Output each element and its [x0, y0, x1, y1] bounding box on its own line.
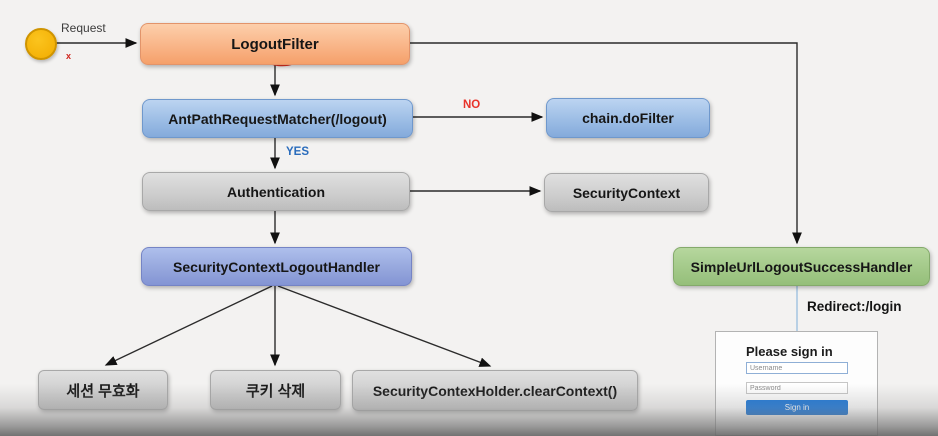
edge-logoutfilter-successhandler: [408, 42, 802, 245]
node-authentication: Authentication: [142, 172, 410, 211]
username-input[interactable]: [746, 362, 848, 374]
node-security-context: SecurityContext: [544, 173, 709, 212]
edge-label-yes: YES: [286, 146, 310, 158]
edge-label-no: NO: [463, 99, 481, 111]
node-security-context-logout-handler: SecurityContextLogoutHandler: [141, 247, 412, 286]
node-simple-url-logout-success-handler: SimpleUrlLogoutSuccessHandler: [673, 247, 930, 286]
request-label: Request: [61, 21, 106, 35]
node-chain-do-filter: chain.doFilter: [546, 98, 710, 138]
node-session-invalidation: 세션 무효화: [38, 370, 168, 410]
node-ant-path-request-matcher: AntPathRequestMatcher(/logout): [142, 99, 413, 138]
node-logout-filter: LogoutFilter: [140, 23, 410, 65]
edge-logouthandler-clearcontext: [277, 285, 492, 367]
password-input[interactable]: [746, 382, 848, 394]
edge-label-redirect-login: Redirect:/login: [807, 299, 902, 314]
edge-logouthandler-session: [104, 285, 273, 366]
sign-in-button[interactable]: Sign in: [746, 400, 848, 415]
red-x-annotation: x: [66, 51, 72, 61]
login-form-title: Please sign in: [746, 344, 833, 359]
node-clear-context: SecurityContexHolder.clearContext(): [352, 370, 638, 411]
login-form-panel: Please sign in Sign in: [715, 331, 878, 436]
request-start-circle: [25, 28, 57, 60]
node-cookie-deletion: 쿠키 삭제: [210, 370, 341, 410]
